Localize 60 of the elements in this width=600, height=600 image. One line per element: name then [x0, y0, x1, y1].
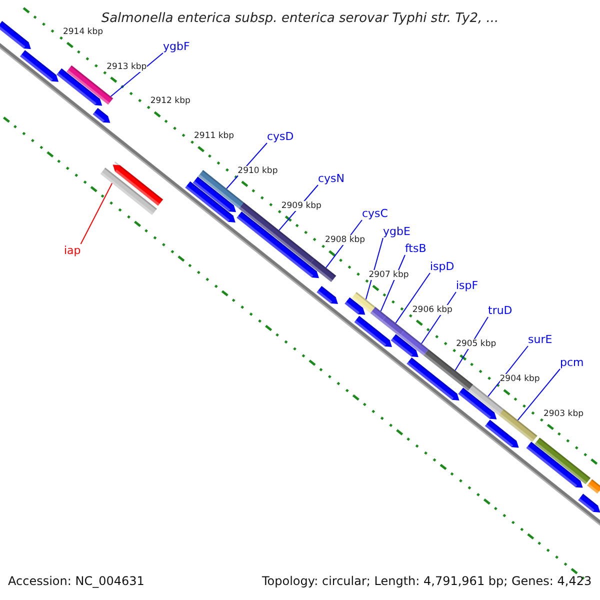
- gene-block: [534, 438, 591, 484]
- leader-line: [517, 368, 560, 421]
- gene-block: [498, 408, 538, 442]
- gene-block: [236, 211, 319, 278]
- gene-label: ftsB: [405, 242, 426, 255]
- gene-block: [406, 358, 460, 400]
- scale-label: 2905 kbp: [456, 339, 496, 350]
- gene-block: [352, 292, 376, 314]
- gene-block: [390, 334, 418, 358]
- gene-label: surE: [528, 333, 552, 346]
- scale-label: 2908 kbp: [325, 235, 366, 246]
- gene-label: pcm: [560, 356, 584, 369]
- gene-block: [485, 420, 519, 448]
- gene-block: [399, 330, 429, 356]
- footer-text: Accession: NC_004631: [8, 574, 144, 589]
- gene-block: [344, 297, 366, 315]
- scale-label: 2907 kbp: [368, 270, 409, 280]
- gene-block: [354, 316, 392, 347]
- gene-block: [185, 181, 236, 222]
- scale-label: 2909 kbp: [281, 200, 322, 211]
- gene-block: [468, 384, 504, 416]
- gene-label: truD: [488, 304, 512, 317]
- gene-label: iap: [64, 244, 81, 257]
- gene-block: [112, 162, 164, 206]
- gene-block: [309, 258, 336, 282]
- scale-label: 2903 kbp: [543, 408, 584, 419]
- scale-label: 2904 kbp: [500, 374, 540, 384]
- gene-block: [424, 349, 474, 391]
- gene-block: [20, 50, 59, 82]
- gene-block: [370, 306, 386, 322]
- gene-label: ispF: [456, 279, 478, 292]
- gene-block: [381, 316, 404, 336]
- gene-label: cysC: [362, 207, 388, 220]
- leader-line: [80, 182, 113, 244]
- scale-label: 2914 kbp: [62, 26, 104, 37]
- gene-label: ispD: [430, 260, 454, 273]
- gene-block: [526, 442, 583, 488]
- leader-line: [488, 346, 528, 397]
- gene-label: cysD: [267, 130, 294, 143]
- gene-label: cysN: [318, 172, 345, 185]
- gene-block: [587, 479, 600, 494]
- gene-block: [578, 494, 600, 512]
- gene-block: [92, 108, 110, 123]
- gene-block: [0, 21, 31, 50]
- gene-block: [192, 176, 236, 212]
- gene-block: [458, 388, 497, 420]
- gene-block: [316, 286, 338, 304]
- gene-block: [100, 168, 157, 215]
- footer-text: Topology: circular; Length: 4,791,961 bp; Genes: 4,423: [262, 574, 592, 589]
- leader-line: [395, 272, 430, 324]
- scale-label: 2913 kbp: [106, 62, 147, 72]
- scale-label: 2911 kbp: [194, 131, 234, 142]
- gene-block: [56, 68, 102, 106]
- title: Salmonella enterica subsp. enterica serovar Typhi str. Ty2, ...: [100, 10, 500, 28]
- scale-label: 2912 kbp: [150, 96, 190, 106]
- gene-label: ygbE: [383, 225, 410, 238]
- scale-label: 2910 kbp: [238, 166, 278, 176]
- scale-label: 2906 kbp: [412, 304, 452, 315]
- leader-line: [110, 52, 164, 98]
- gene-label: ygbF: [163, 40, 190, 53]
